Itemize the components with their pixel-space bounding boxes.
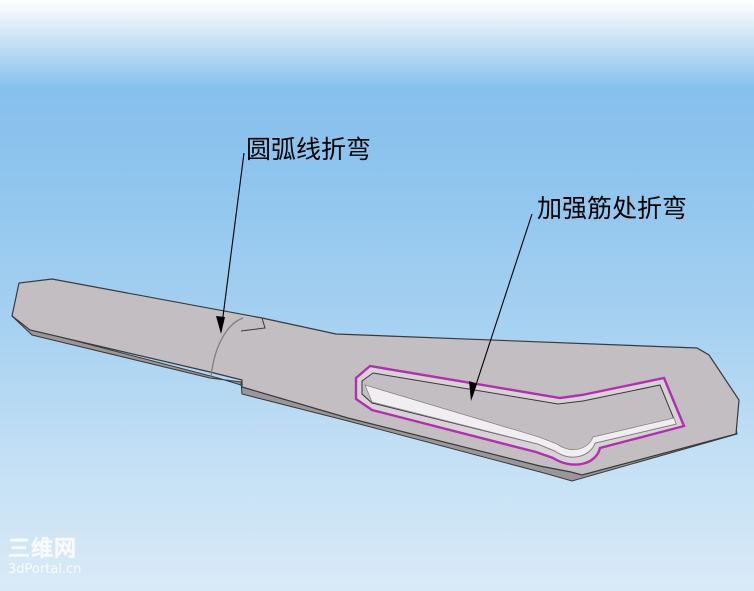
rib-bend-arrowhead-icon — [469, 381, 477, 401]
site-watermark: 三维网 3dPortal.cn — [8, 538, 108, 584]
arc-bend-annotation: 圆弧线折弯 — [246, 135, 372, 164]
arc-bend-line — [210, 317, 244, 378]
shank-step — [240, 317, 266, 332]
watermark-logo: 三维网 — [8, 537, 78, 562]
stiffening-rib-channel — [364, 384, 677, 458]
part-side-face — [11, 315, 738, 482]
arc-bend-leader-line — [220, 152, 245, 333]
rib-bend-annotation: 加强筋处折弯 — [537, 194, 688, 223]
rib-bend-leader-line — [471, 213, 533, 398]
watermark-url: 3dPortal.cn — [8, 562, 82, 577]
arc-bend-arrowhead-icon — [216, 316, 225, 334]
